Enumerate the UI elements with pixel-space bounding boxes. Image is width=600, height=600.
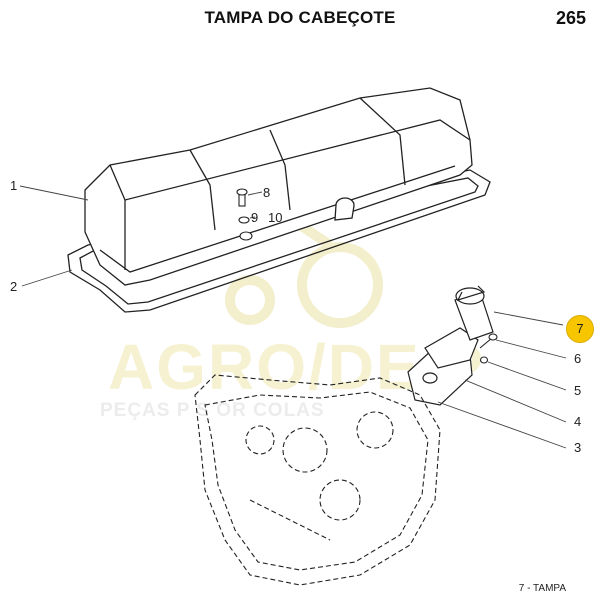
valve-cover [84, 87, 473, 286]
callout-10[interactable]: 10 [268, 210, 283, 225]
oil-filler-assembly [407, 285, 494, 406]
filler-screw-icon [479, 333, 498, 364]
engine-housing-outline [194, 374, 441, 586]
callout-6[interactable]: 6 [574, 351, 582, 366]
callout-3[interactable]: 3 [574, 440, 582, 455]
callout-2[interactable]: 2 [10, 279, 18, 294]
page-number: 265 [555, 8, 586, 28]
cover-bolt-icon [236, 188, 253, 241]
callout-1[interactable]: 1 [10, 178, 18, 193]
callout-8[interactable]: 8 [263, 185, 271, 200]
leader-lines [19, 185, 567, 449]
callout-9[interactable]: 9 [251, 210, 259, 225]
callout-4[interactable]: 4 [574, 414, 582, 429]
callout-7-highlight[interactable]: 7 [566, 315, 594, 343]
page-title: TAMPA DO CABEÇOTE [204, 8, 396, 27]
footer-caption: 7 - TAMPA [518, 583, 566, 594]
callout-5[interactable]: 5 [574, 383, 582, 398]
